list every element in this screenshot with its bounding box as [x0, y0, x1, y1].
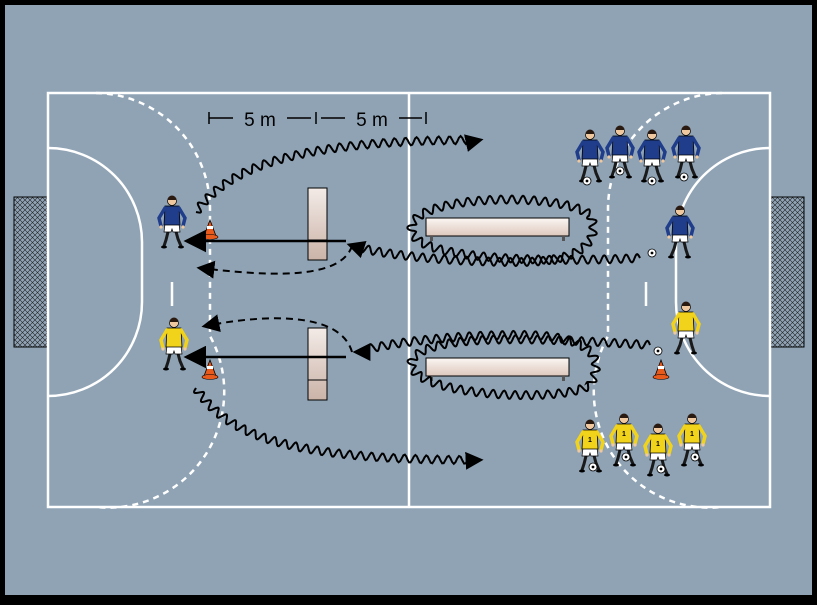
yellow-queue-ball-4	[690, 452, 700, 462]
player-left-blue	[157, 195, 187, 249]
dribble-path-top-in	[346, 194, 641, 268]
left-free-throw-line	[95, 91, 226, 509]
yellow-queue-player-3: 1	[643, 423, 673, 477]
run-arrow-top	[196, 245, 353, 279]
run-arrow-bottom	[201, 314, 353, 353]
dribble-path-top-out	[195, 134, 484, 214]
yellow-queue-ball-2	[621, 452, 631, 462]
left-goal	[13, 196, 49, 348]
bench-bottom	[425, 357, 570, 381]
svg-text:1: 1	[622, 431, 626, 438]
right-goal-area-line	[674, 146, 771, 398]
svg-text:1: 1	[656, 441, 660, 448]
blue-queue-ball-3	[647, 176, 657, 186]
players: 1 1 1 1	[157, 125, 707, 477]
blue-queue-ball-2	[615, 166, 625, 176]
measure-label-left: 5 m	[244, 110, 276, 131]
measure-label-right: 5 m	[356, 110, 388, 131]
player-right-yellow	[671, 301, 701, 355]
yellow-queue-ball-3	[656, 464, 666, 474]
player-left-yellow	[159, 317, 189, 371]
measurement-bar: 5 m 5 m	[208, 110, 427, 131]
bench-top	[425, 217, 570, 241]
left-goal-area-line	[47, 146, 144, 398]
dribble-path-bottom-out	[193, 387, 484, 470]
blue-queue-player-1	[575, 129, 605, 183]
blue-queue-ball-1	[582, 176, 592, 186]
ball-right-blue	[647, 248, 657, 258]
cone-right	[652, 358, 670, 380]
svg-text:1: 1	[588, 437, 592, 444]
dribble-path-bottom-in	[352, 329, 651, 401]
yellow-queue-ball-1	[588, 462, 598, 472]
cone-bottom-left	[201, 358, 219, 380]
vertical-board-bottom	[307, 327, 328, 401]
yellow-queue-player-2: 1	[609, 413, 639, 467]
court-lines	[46, 91, 772, 509]
player-right-blue	[665, 205, 695, 259]
yellow-queue-player-1: 1	[575, 419, 605, 473]
blue-queue-player-4	[671, 125, 701, 179]
svg-text:1: 1	[690, 431, 694, 438]
blue-queue-ball-4	[679, 172, 689, 182]
vertical-board-top	[307, 187, 328, 261]
dribble-paths	[193, 134, 651, 470]
blue-queue-player-3	[637, 129, 667, 183]
right-free-throw-line	[592, 91, 723, 509]
blue-queue-player-2	[605, 125, 635, 179]
ball-right-yellow	[653, 346, 663, 356]
right-goal	[769, 196, 805, 348]
